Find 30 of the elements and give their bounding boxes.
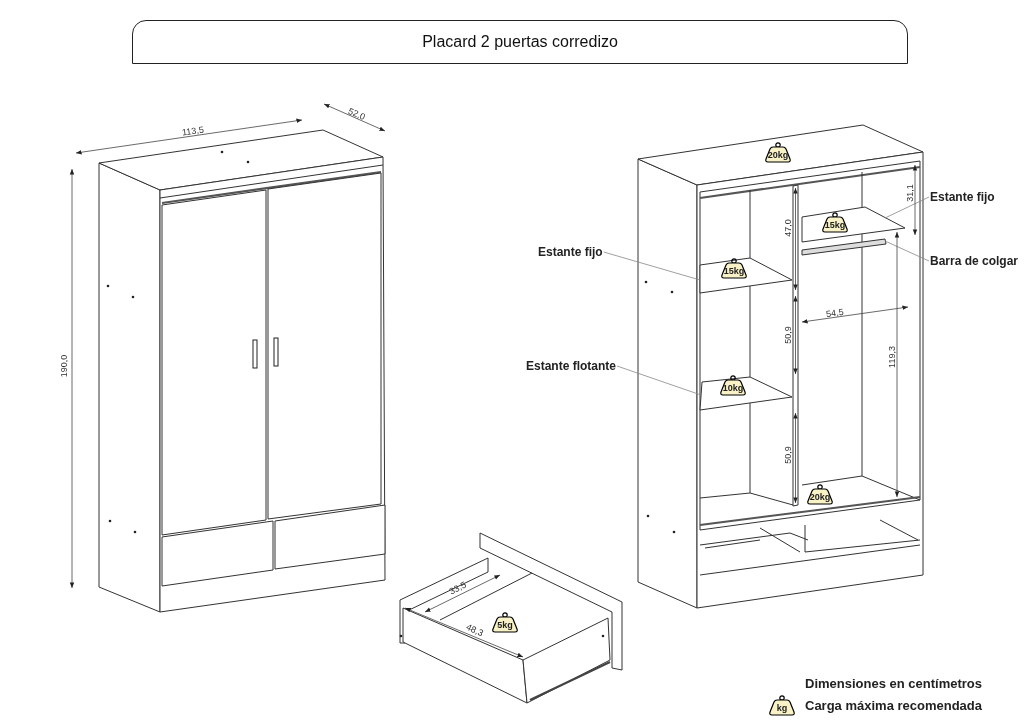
part-label: Estante fijo bbox=[930, 190, 995, 204]
dimension-label: 31,1 bbox=[904, 184, 915, 202]
dimension-label: 33,5 bbox=[447, 579, 468, 597]
weight-icon: 15kg bbox=[819, 211, 851, 233]
legend-text: Carga máxima recomendada bbox=[805, 698, 983, 713]
weight-icon: 20kg bbox=[762, 141, 794, 163]
leader-line bbox=[616, 365, 702, 396]
leader-line bbox=[603, 251, 701, 281]
leader-line bbox=[884, 196, 930, 219]
weight-icon: 10kg bbox=[717, 374, 749, 396]
dimension-label: 113,5 bbox=[181, 124, 205, 138]
dimension-label: 52,0 bbox=[346, 106, 367, 122]
hanging-rail bbox=[801, 238, 887, 256]
dimension-label: 48,3 bbox=[464, 621, 485, 639]
part-label: Estante fijo bbox=[538, 245, 603, 259]
dimension-label: 54,5 bbox=[825, 306, 845, 320]
title: Placard 2 puertas corredizo bbox=[422, 33, 618, 50]
weight-icon: kg bbox=[766, 694, 798, 716]
dimension-label: 119,3 bbox=[886, 346, 897, 368]
weight-icon: 5kg bbox=[489, 611, 521, 633]
part-label: Estante flotante bbox=[526, 359, 616, 373]
part-label: Barra de colgar bbox=[930, 254, 1019, 268]
dimension-label: 190,0 bbox=[58, 354, 69, 378]
dimension-label: 50,9 bbox=[782, 446, 793, 464]
leader-line bbox=[884, 240, 930, 262]
dimension-label: 47,0 bbox=[782, 219, 793, 237]
dimension-label: 50,9 bbox=[782, 326, 793, 344]
weight-icon: 15kg bbox=[718, 257, 750, 279]
note: Dimensiones en centímetros bbox=[805, 676, 982, 691]
weight-icon: 20kg bbox=[804, 483, 836, 505]
